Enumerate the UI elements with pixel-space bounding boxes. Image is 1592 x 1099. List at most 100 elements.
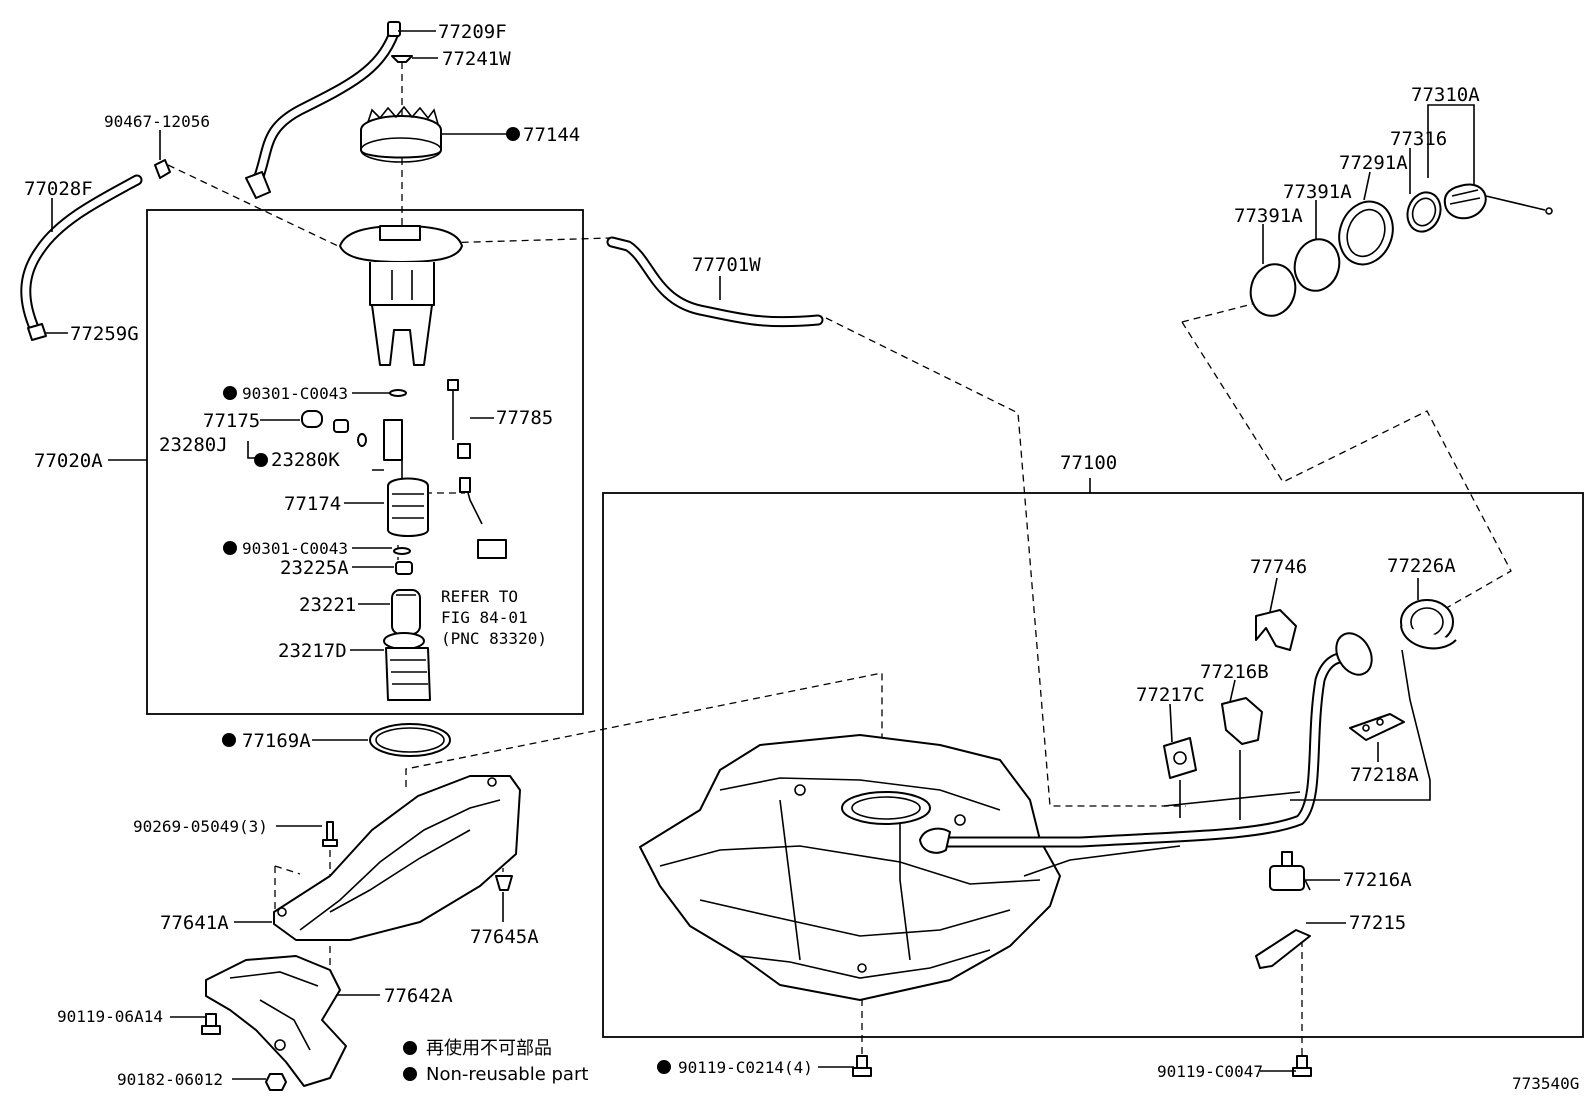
label-77100: 77100 — [1060, 452, 1117, 474]
label-90119-C0214: 90119-C0214(4) — [678, 1058, 813, 1077]
gasket-77169A — [369, 723, 451, 757]
filler-cap-77310A — [1443, 183, 1553, 220]
label-77028F: 77028F — [24, 178, 93, 200]
hose-77028F — [20, 174, 143, 336]
label-77785: 77785 — [496, 407, 553, 429]
label-77310A: 77310A — [1411, 84, 1480, 106]
sender-77785 — [447, 379, 471, 459]
label-90301-C0043-b: 90301-C0043 — [242, 539, 348, 558]
bolt-90269-05049 — [322, 821, 338, 847]
clamp-77259G — [27, 323, 47, 341]
label-77226A: 77226A — [1387, 555, 1456, 577]
label-77642A: 77642A — [384, 985, 453, 1007]
label-90119-06A14: 90119-06A14 — [57, 1007, 163, 1026]
gasket-77316 — [1406, 191, 1442, 233]
label-90269-05049: 90269-05049(3) — [133, 817, 268, 836]
label-77216A: 77216A — [1343, 869, 1412, 891]
label-77641A: 77641A — [160, 912, 229, 934]
label-23217D: 23217D — [278, 640, 347, 662]
hose-77701W — [606, 236, 824, 328]
filler-neck-77226A — [1400, 599, 1457, 650]
label-77391A-1: 77391A — [1283, 181, 1352, 203]
label-77391A-2: 77391A — [1234, 205, 1303, 227]
bolt-90119-C0214 — [852, 1055, 872, 1077]
label-77316: 77316 — [1390, 128, 1447, 150]
label-90301-C0043-a: 90301-C0043 — [242, 384, 348, 403]
bullet-23280K — [254, 453, 268, 467]
label-77217C: 77217C — [1136, 684, 1205, 706]
o-ring-90301-C0043-a — [389, 389, 407, 397]
bullet-90301-b — [223, 541, 237, 555]
protector-77641A — [273, 775, 521, 941]
regulator-23280J — [333, 419, 367, 447]
clamp-77746 — [1255, 609, 1297, 651]
clamp-77216B — [1221, 697, 1263, 745]
figure-id: 773540G — [1512, 1074, 1579, 1093]
legend-text-en: Non-reusable part — [426, 1064, 588, 1085]
label-77215: 77215 — [1349, 912, 1406, 934]
label-23280K: 23280K — [271, 449, 340, 471]
filter-23221 — [391, 589, 421, 635]
label-90119-C0047: 90119-C0047 — [1157, 1062, 1263, 1081]
label-23280J: 23280J — [159, 434, 228, 456]
seal-77391A-upper — [1293, 238, 1341, 292]
refer-line-1: REFER TO — [441, 587, 518, 606]
legend-text-jp: 再使用不可部品 — [426, 1038, 552, 1059]
legend-bullet-en — [403, 1067, 417, 1081]
clip-77241W — [391, 55, 413, 63]
filter-23217D — [383, 632, 431, 701]
label-90182-06012: 90182-06012 — [117, 1070, 223, 1089]
fuel-gauge-sender-arm — [459, 477, 507, 559]
label-90467-12056: 90467-12056 — [104, 112, 210, 131]
legend-bullet-jp — [403, 1041, 417, 1055]
filter-77175 — [301, 410, 323, 428]
clip-77645A — [495, 875, 513, 891]
label-77701W: 77701W — [692, 254, 761, 276]
label-77259G: 77259G — [70, 323, 139, 345]
bullet-90301-a — [223, 386, 237, 400]
label-23225A: 23225A — [280, 557, 349, 579]
seal-77391A-lower — [1249, 263, 1297, 317]
label-77144: 77144 — [523, 124, 580, 146]
label-77218A: 77218A — [1350, 764, 1419, 786]
label-77645A: 77645A — [470, 926, 539, 948]
label-77241W: 77241W — [442, 48, 511, 70]
pump-assembly-frame — [146, 209, 584, 715]
bracket-77215 — [1255, 929, 1311, 969]
retainer-ring-77144 — [360, 105, 442, 163]
bullet-77144 — [506, 127, 520, 141]
refer-line-2: FIG 84-01 — [441, 608, 528, 627]
protector-77642A — [205, 955, 347, 1087]
label-77291A: 77291A — [1339, 152, 1408, 174]
housing-77291A — [1338, 200, 1394, 266]
label-77169A: 77169A — [242, 730, 311, 752]
valve-77216A — [1269, 851, 1311, 891]
o-ring-90301-C0043-b — [393, 547, 411, 555]
clamp-90467-12056 — [154, 159, 171, 179]
label-23221: 23221 — [299, 594, 356, 616]
nut-90182-06012 — [265, 1073, 287, 1091]
fuel-tank-77100 — [639, 734, 1061, 1001]
bullet-77169A — [222, 733, 236, 747]
label-77174: 77174 — [284, 493, 341, 515]
clamp-77218A — [1349, 713, 1405, 741]
non-reusable-markers — [222, 127, 671, 1081]
leader-lines — [44, 30, 1475, 1080]
label-77216B: 77216B — [1200, 661, 1269, 683]
fuel-pump-flange — [339, 225, 463, 366]
bolt-90119-C0047 — [1292, 1055, 1312, 1077]
label-77020A: 77020A — [34, 450, 103, 472]
label-77175: 77175 — [203, 410, 260, 432]
label-77746: 77746 — [1250, 556, 1307, 578]
pump-body-77174 — [372, 419, 429, 537]
bolt-90119-06A14 — [201, 1013, 221, 1035]
fuel-tank-frame — [602, 492, 1584, 1038]
filler-pipe — [919, 632, 1431, 877]
cushion-23225A — [395, 561, 413, 575]
protector-77217C — [1163, 737, 1197, 779]
part-labels: 77209F 77241W 77144 90467-12056 77028F 7… — [24, 21, 1579, 1093]
refer-line-3: (PNC 83320) — [441, 629, 547, 648]
bullet-90119-C0214 — [657, 1060, 671, 1074]
label-77209F: 77209F — [438, 21, 507, 43]
